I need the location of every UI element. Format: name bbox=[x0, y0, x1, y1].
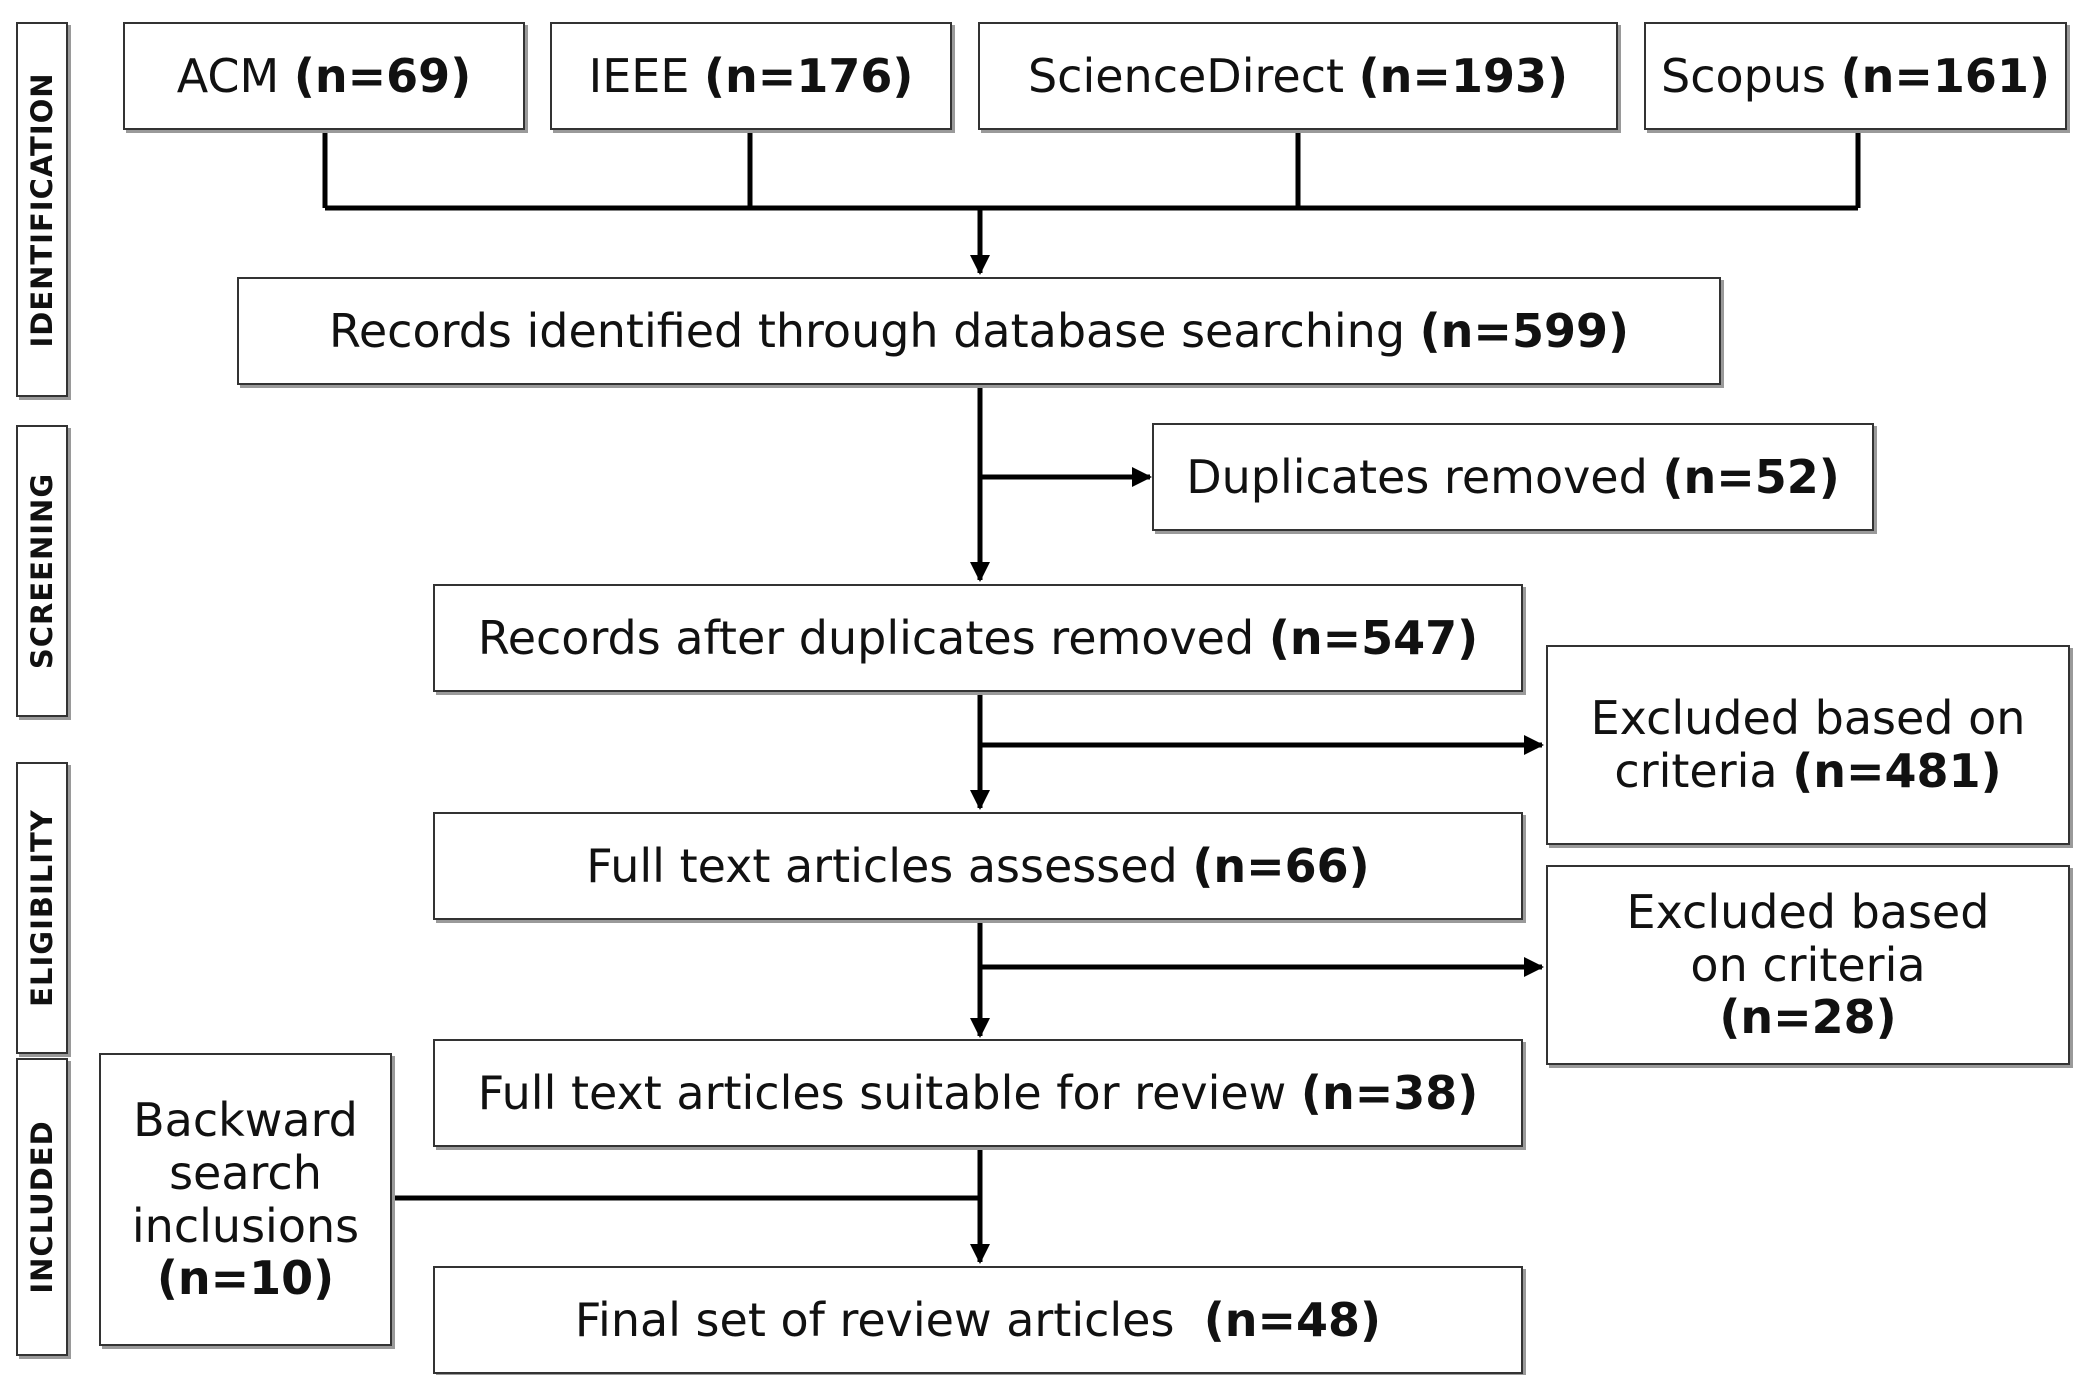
box-line: Backward bbox=[133, 1092, 358, 1147]
box-count: (n=10) bbox=[156, 1251, 335, 1306]
box-count: (n=28) bbox=[1719, 990, 1897, 1045]
box-text: Full text articles assessed bbox=[586, 838, 1178, 893]
box-count: (n=481) bbox=[1792, 744, 2002, 798]
box-line: Excluded based bbox=[1626, 884, 1990, 939]
source-ieee: IEEE (n=176) bbox=[550, 22, 952, 130]
box-line: search bbox=[169, 1145, 322, 1200]
box-text: Final set of review articles bbox=[574, 1292, 1175, 1347]
box-count: (n=599) bbox=[1419, 303, 1630, 358]
box-text: Full text articles suitable for review bbox=[477, 1065, 1287, 1120]
final-set-box: Final set of review articles (n=48) bbox=[433, 1266, 1523, 1374]
records-identified-box: Records identified through database sear… bbox=[237, 277, 1721, 385]
full-text-assessed-box: Full text articles assessed (n=66) bbox=[433, 812, 1523, 920]
stage-label: SCREENING bbox=[25, 472, 59, 670]
box-count: (n=38) bbox=[1300, 1065, 1479, 1120]
box-text: Duplicates removed bbox=[1186, 449, 1648, 504]
stage-eligibility: ELIGIBILITY bbox=[16, 762, 68, 1054]
box-count: (n=48) bbox=[1203, 1292, 1382, 1347]
stage-label: INCLUDED bbox=[25, 1120, 59, 1294]
stage-identification: IDENTIFICATION bbox=[16, 22, 68, 397]
source-acm: ACM (n=69) bbox=[123, 22, 525, 130]
box-line: on criteria bbox=[1690, 937, 1926, 992]
records-after-dedup-box: Records after duplicates removed (n=547) bbox=[433, 584, 1523, 692]
box-line: criteria bbox=[1614, 744, 1778, 798]
stage-included: INCLUDED bbox=[16, 1058, 68, 1356]
source-count: (n=176) bbox=[704, 48, 914, 103]
backward-search-box: Backward search inclusions (n=10) bbox=[99, 1053, 392, 1346]
source-name: ScienceDirect bbox=[1027, 48, 1345, 103]
stage-label: ELIGIBILITY bbox=[25, 809, 59, 1007]
box-line: Excluded based on bbox=[1590, 691, 2026, 746]
source-scopus: Scopus (n=161) bbox=[1644, 22, 2067, 130]
source-name: IEEE bbox=[588, 48, 690, 103]
source-count: (n=193) bbox=[1358, 48, 1569, 103]
stage-screening: SCREENING bbox=[16, 425, 68, 717]
box-count: (n=66) bbox=[1192, 838, 1370, 893]
source-count: (n=69) bbox=[293, 48, 472, 103]
excluded-criteria-box-2: Excluded based on criteria (n=28) bbox=[1546, 865, 2070, 1065]
source-name: ACM bbox=[176, 48, 280, 103]
box-count: (n=547) bbox=[1268, 610, 1479, 665]
source-sciencedirect: ScienceDirect (n=193) bbox=[978, 22, 1618, 130]
box-text: Records after duplicates removed bbox=[477, 610, 1255, 665]
excluded-criteria-box-1: Excluded based on criteria (n=481) bbox=[1546, 645, 2070, 845]
box-line: inclusions bbox=[131, 1198, 360, 1253]
duplicates-removed-box: Duplicates removed (n=52) bbox=[1152, 423, 1874, 531]
box-count: (n=52) bbox=[1662, 449, 1840, 504]
suitable-for-review-box: Full text articles suitable for review (… bbox=[433, 1039, 1523, 1147]
source-count: (n=161) bbox=[1840, 48, 2050, 103]
box-text: Records identified through database sear… bbox=[328, 303, 1406, 358]
stage-label: IDENTIFICATION bbox=[25, 71, 59, 348]
source-name: Scopus bbox=[1661, 48, 1826, 103]
